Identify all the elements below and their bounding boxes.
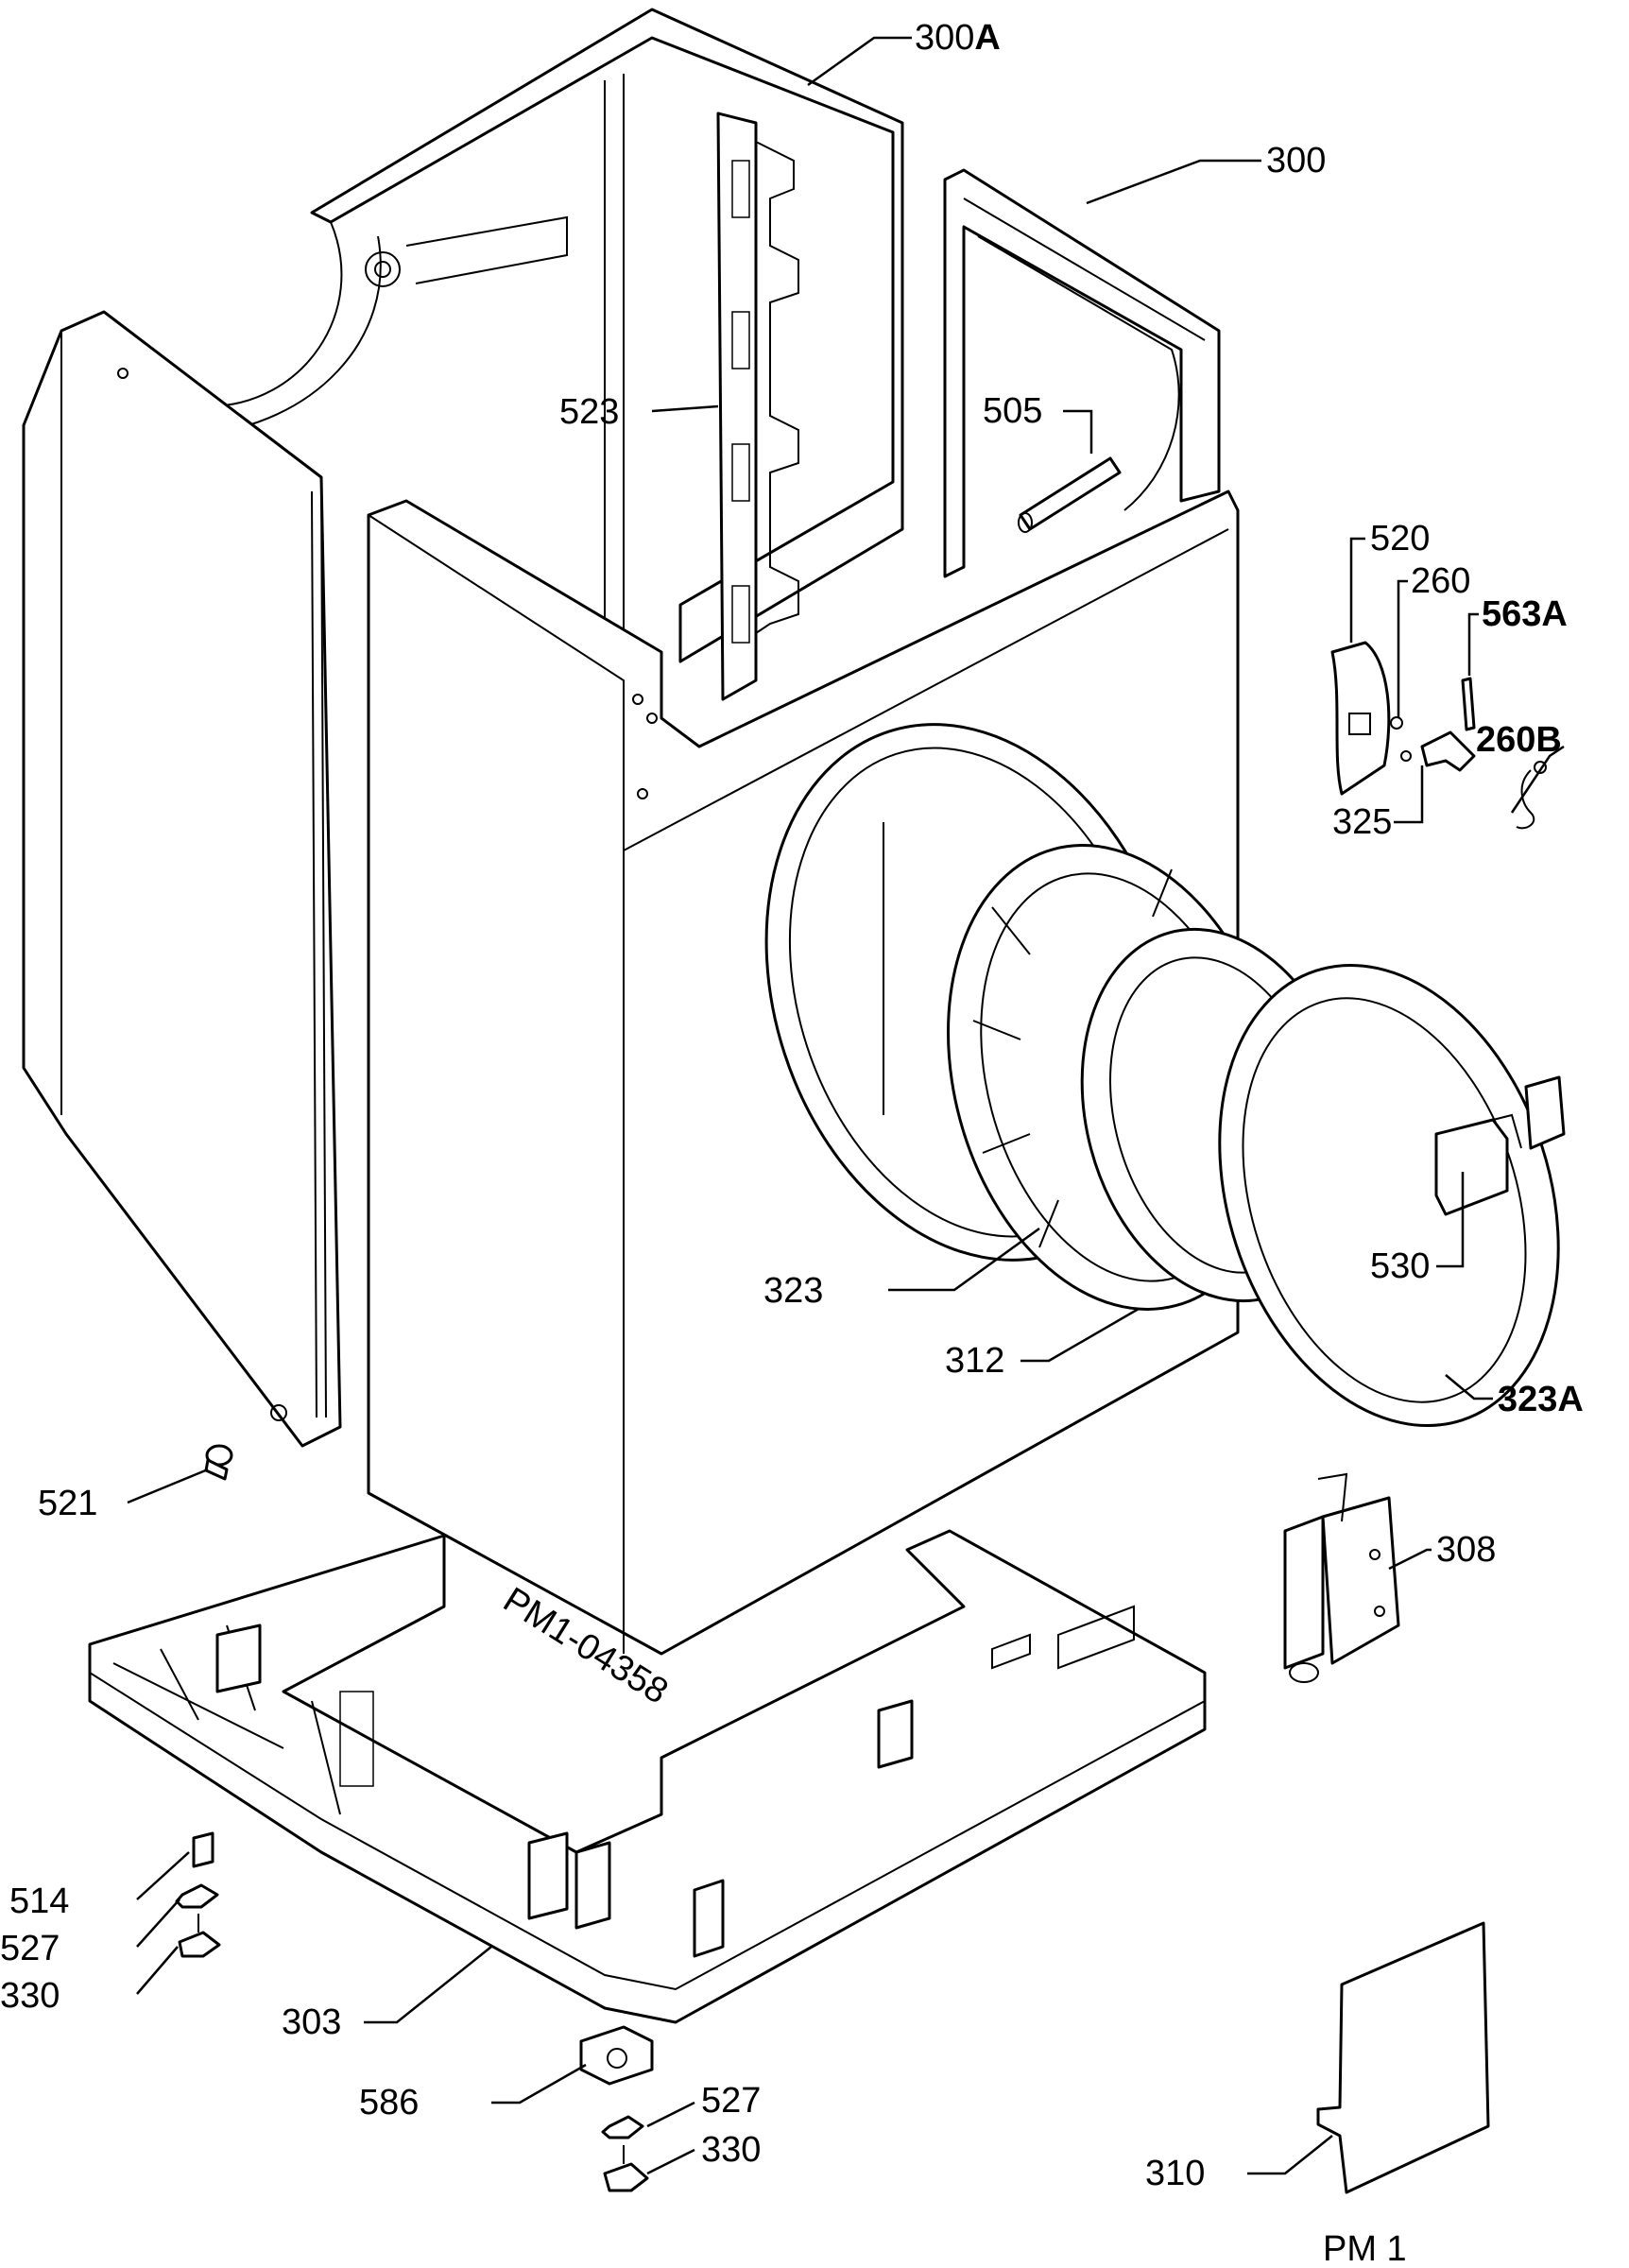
label-530: 530 bbox=[1370, 1246, 1430, 1286]
label-505: 505 bbox=[983, 391, 1042, 431]
inner-bracket-523 bbox=[716, 112, 799, 701]
label-330-right: 330 bbox=[701, 2130, 761, 2170]
door-handle-530 bbox=[1434, 1113, 1522, 1216]
label-514: 514 bbox=[9, 1881, 69, 1921]
label-527-left: 527 bbox=[0, 1929, 60, 1968]
label-260: 260 bbox=[1411, 561, 1470, 601]
label-312: 312 bbox=[945, 1341, 1004, 1381]
label-586: 586 bbox=[359, 2083, 419, 2122]
door-lock-parts bbox=[1330, 641, 1547, 830]
part-labels: 300A 300 523 505 520 260 563A 260B 325 5… bbox=[0, 18, 1584, 2268]
label-527-right: 527 bbox=[701, 2081, 761, 2121]
door-ring-323A bbox=[1218, 964, 1566, 1427]
label-323: 323 bbox=[763, 1271, 823, 1311]
hinge-308 bbox=[1283, 1472, 1400, 1683]
label-330-left: 330 bbox=[0, 1976, 60, 2016]
label-300A-suffix: A bbox=[974, 18, 1000, 58]
label-260B: 260B bbox=[1476, 720, 1562, 760]
side-frame-300 bbox=[943, 168, 1221, 578]
label-300A-num: 300 bbox=[915, 18, 974, 58]
label-325: 325 bbox=[1332, 802, 1392, 842]
rod-505 bbox=[1018, 456, 1122, 533]
base-frame-303 bbox=[88, 1529, 1207, 2024]
label-310: 310 bbox=[1145, 2154, 1205, 2193]
panel-310 bbox=[1316, 1921, 1490, 2194]
page-code: PM 1 bbox=[1323, 2229, 1407, 2268]
label-520: 520 bbox=[1370, 519, 1430, 558]
foot-assembly bbox=[175, 1831, 654, 2192]
label-300: 300 bbox=[1266, 141, 1326, 180]
left-side-panel bbox=[22, 310, 342, 1448]
rear-frame-300A bbox=[197, 8, 904, 663]
leader-lines bbox=[127, 36, 1565, 2175]
label-523: 523 bbox=[559, 392, 619, 432]
label-300A: 300A bbox=[915, 18, 1001, 58]
label-323A: 323A bbox=[1498, 1380, 1584, 1419]
label-303: 303 bbox=[282, 2002, 341, 2042]
label-563A: 563A bbox=[1482, 594, 1568, 634]
label-308: 308 bbox=[1436, 1530, 1496, 1570]
screw-521 bbox=[204, 1444, 233, 1481]
label-521: 521 bbox=[38, 1484, 97, 1523]
